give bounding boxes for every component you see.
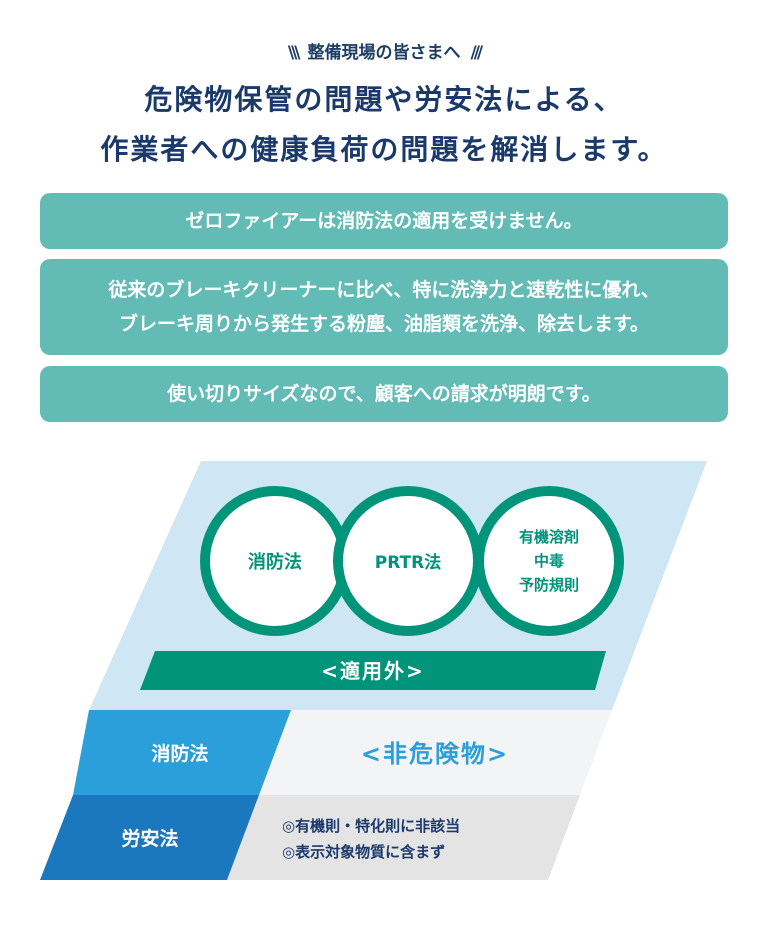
row-labor-law-value-bg	[227, 795, 580, 880]
circle-organic-solvent: 有機溶剤 中毒 予防規則	[474, 486, 624, 636]
row-fire-law-label-bg	[73, 710, 291, 795]
row-fire-law-value-bg	[259, 710, 612, 795]
exempt-label: <適用外>	[321, 659, 425, 683]
circle-organic-solvent-line-3: 予防規則	[519, 576, 579, 594]
benefit-fire-law: ゼロファイアーは消防法の適用を受けません。	[40, 193, 728, 249]
benefit-cleaning-line-1: 従来のブレーキクリーナーに比べ、特に洗浄力と速乾性に優れ、	[108, 279, 660, 301]
benefit-cleaning-line-2: ブレーキ周りから発生する粉塵、油脂類を洗浄、除去します。	[118, 313, 650, 335]
row-labor-law-label: 労安法	[121, 827, 178, 850]
circle-organic-solvent-line-2: 中毒	[534, 552, 564, 570]
row-fire-law-label: 消防法	[151, 742, 208, 765]
right-slash-icon: ///	[470, 43, 484, 63]
eyebrow-text: 整備現場の皆さまへ	[307, 43, 461, 63]
row-labor-law-label-bg	[40, 795, 259, 880]
benefit-cleaning: 従来のブレーキクリーナーに比べ、特に洗浄力と速乾性に優れ、 ブレーキ周りから発生…	[40, 259, 728, 355]
exempt-banner	[140, 651, 606, 690]
headline-line-1: 危険物保管の問題や労安法による、	[144, 83, 624, 116]
circle-prtr-law-label: PRTR法	[375, 552, 441, 573]
circle-organic-solvent-line-1: 有機溶剤	[519, 528, 579, 546]
row-labor-law-note-2: ◎表示対象物質に含まず	[282, 843, 445, 861]
circle-fire-law: 消防法	[200, 486, 350, 636]
left-slash-icon: \\\	[287, 43, 301, 63]
row-labor-law-note-1: ◎有機則・特化則に非該当	[282, 817, 460, 835]
circle-prtr-law: PRTR法	[333, 486, 483, 636]
eyebrow: \\\ 整備現場の皆さまへ ///	[0, 38, 768, 64]
benefit-single-use: 使い切りサイズなので、顧客への請求が明朗です。	[40, 366, 728, 422]
headline-line-2: 作業者への健康負荷の問題を解消します。	[100, 133, 668, 166]
circle-fire-law-label: 消防法	[248, 551, 302, 573]
row-fire-law-value: <非危険物>	[361, 740, 509, 768]
